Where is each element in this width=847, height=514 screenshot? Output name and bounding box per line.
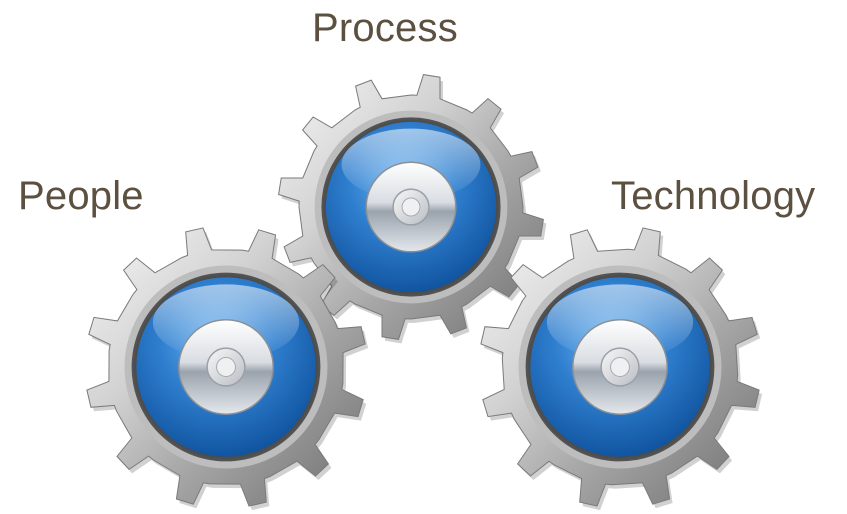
technology-label: Technology xyxy=(611,174,816,218)
technology-gear-icon xyxy=(480,227,763,511)
people-gear-icon xyxy=(86,227,369,511)
process-label: Process xyxy=(312,6,458,50)
people-label: People xyxy=(18,174,144,218)
process-gear-icon xyxy=(278,74,547,344)
